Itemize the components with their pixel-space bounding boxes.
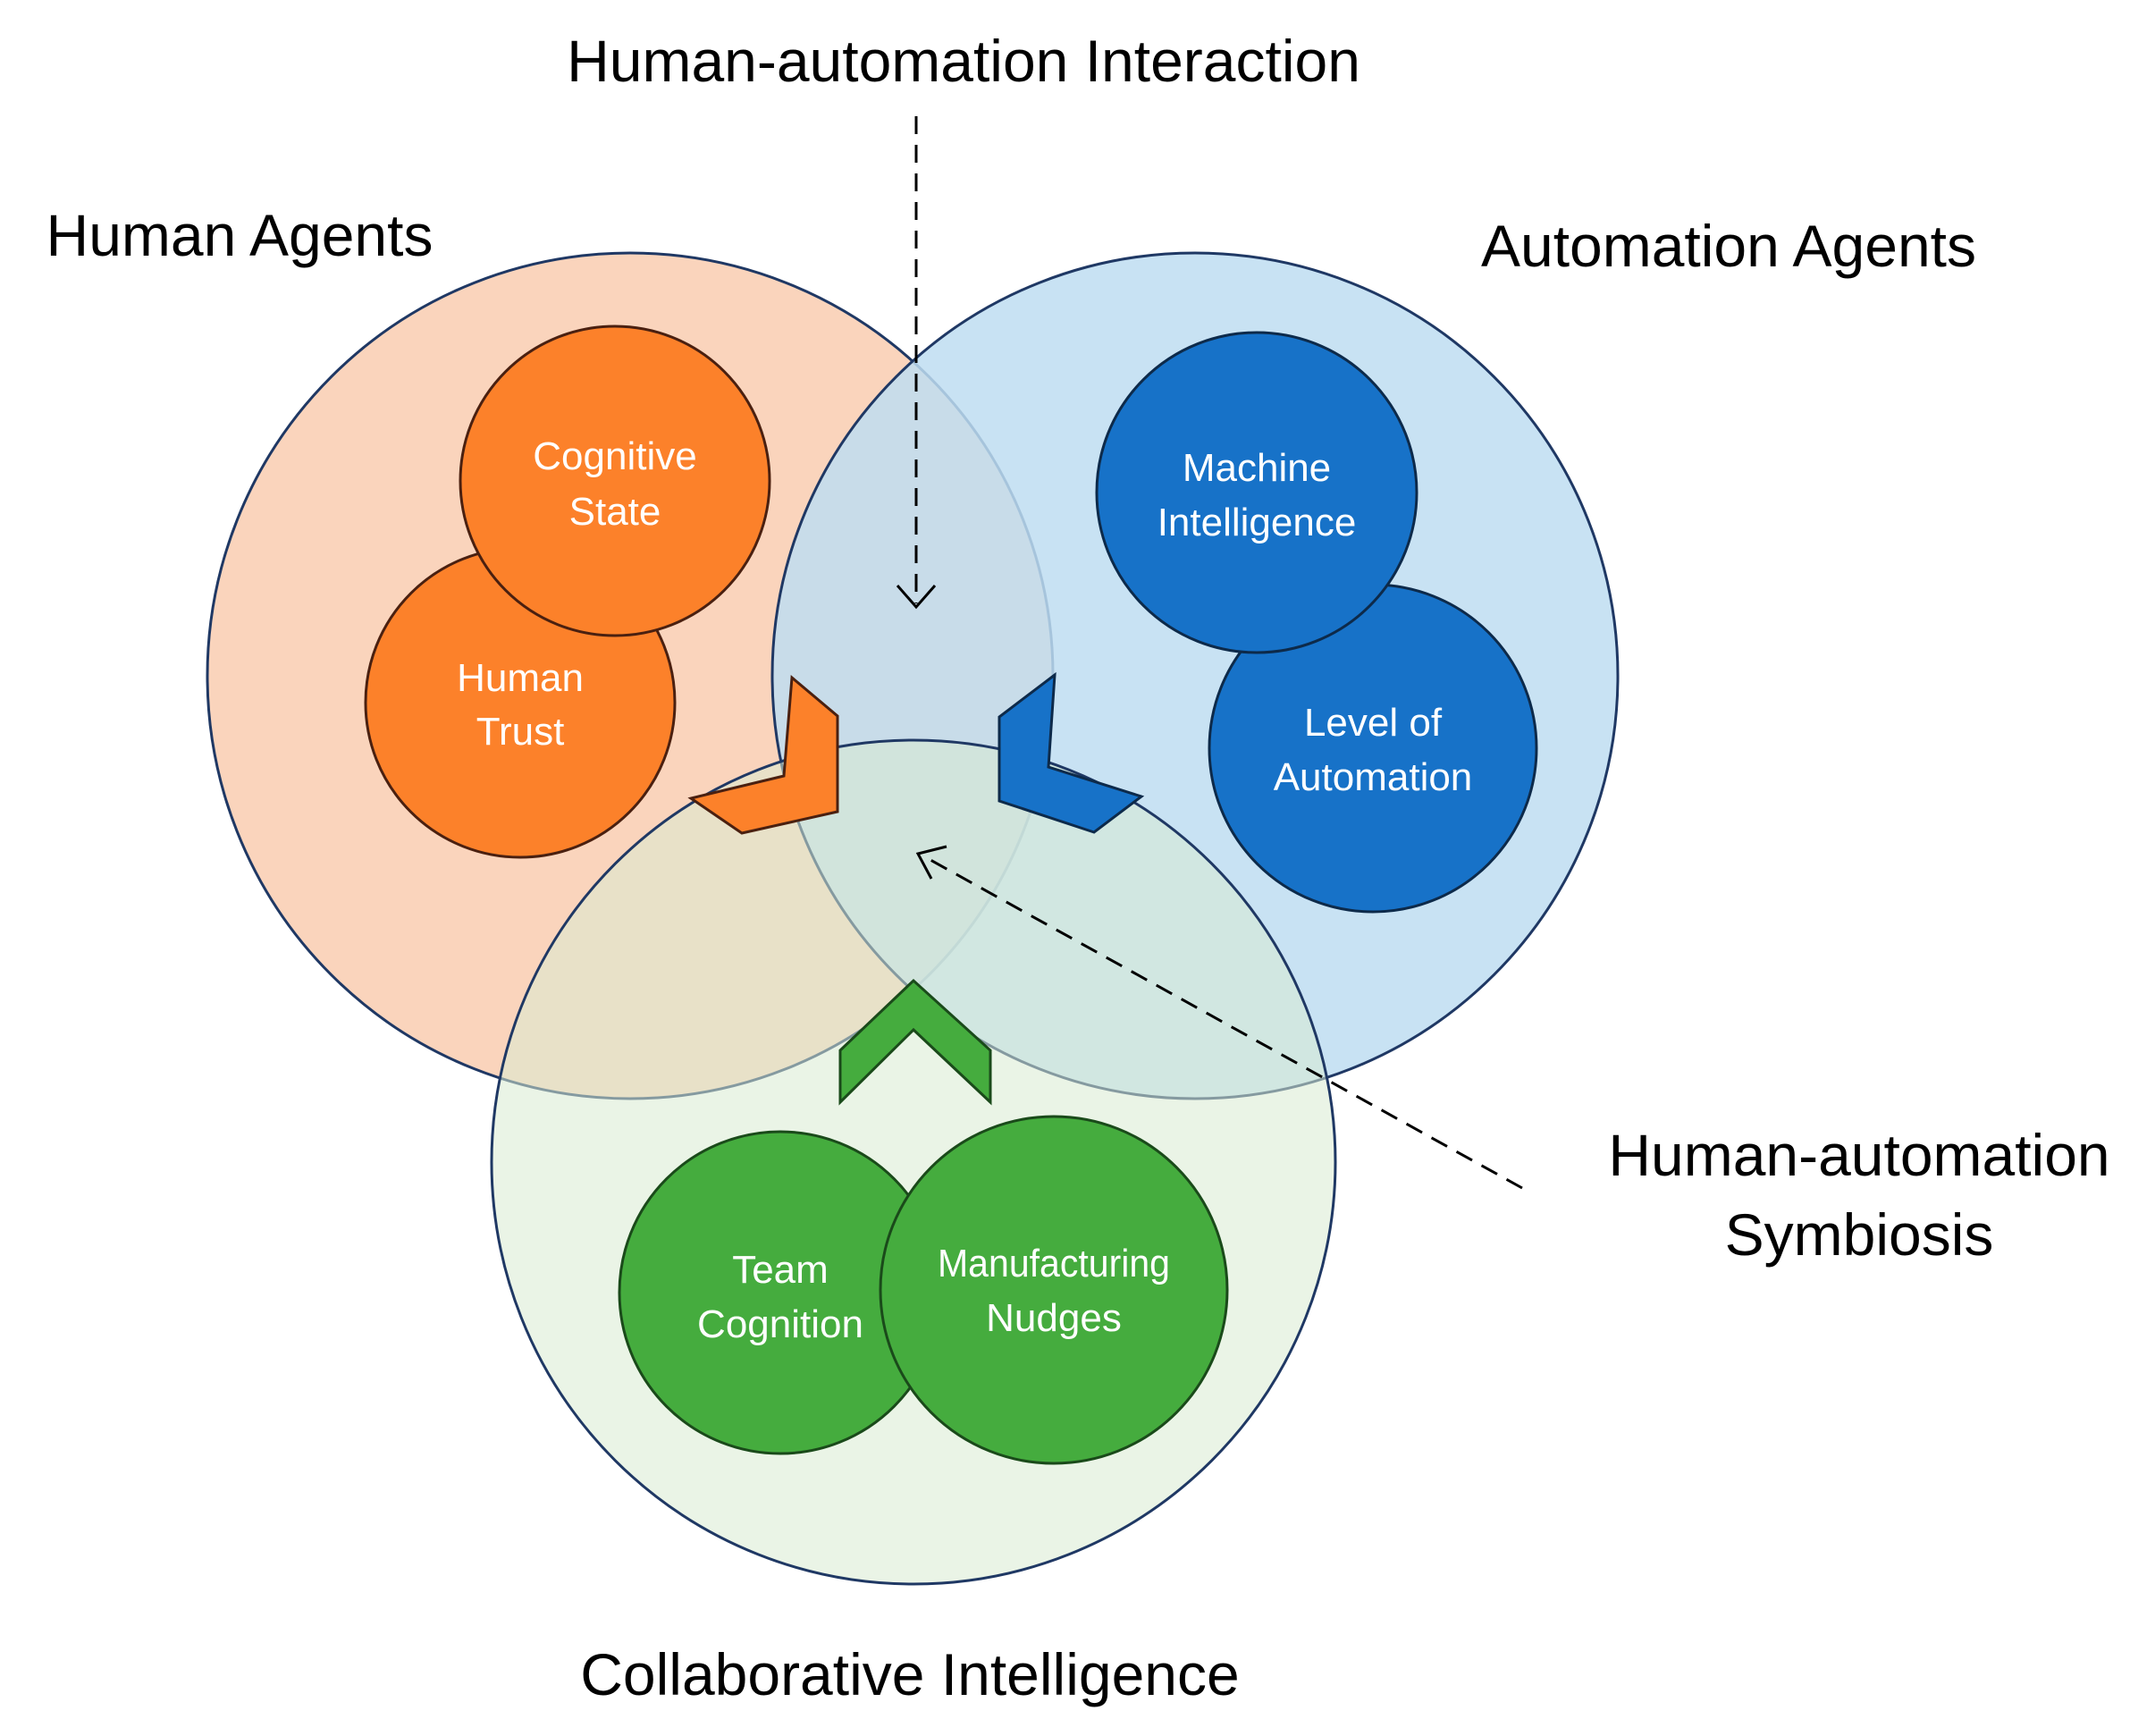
team-cognition-label-line1: Team (732, 1248, 829, 1292)
manufacturing-nudges-circle (879, 1115, 1229, 1465)
symbiosis-arrowhead-icon (915, 845, 947, 880)
interaction-arrowhead-icon (896, 585, 937, 610)
symbiosis-label-line2: Symbiosis (1725, 1201, 1994, 1268)
collaborative-intelligence-label: Collaborative Intelligence (580, 1641, 1239, 1707)
cognitive-state-circle (459, 324, 771, 637)
manufacturing-nudges-label-line2: Nudges (986, 1296, 1122, 1340)
machine-intelligence-circle (1095, 331, 1418, 654)
human-chevron-icon (687, 674, 839, 835)
cognitive-state-label-line2: State (569, 490, 661, 534)
machine-intelligence-label-line2: Intelligence (1157, 501, 1357, 544)
manufacturing-nudges-label-line1: Manufacturing (938, 1242, 1170, 1285)
human-trust-label-line1: Human (457, 656, 584, 700)
cognitive-state-label-line1: Cognitive (533, 434, 696, 478)
level-of-automation-label-line2: Automation (1274, 755, 1473, 799)
level-of-automation-label-line1: Level of (1304, 701, 1443, 745)
interaction-label: Human-automation Interaction (567, 28, 1360, 94)
automation-chevron-icon (998, 671, 1145, 834)
collaborative-intelligence-circle (490, 738, 1337, 1586)
machine-intelligence-label-line1: Machine (1183, 446, 1331, 490)
human-agents-label: Human Agents (46, 202, 434, 268)
collab-chevron-icon (838, 978, 992, 1106)
human-trust-label-line2: Trust (476, 710, 565, 754)
symbiosis-label-line1: Human-automation (1608, 1122, 2109, 1188)
team-cognition-label-line2: Cognition (697, 1302, 863, 1346)
automation-agents-label: Automation Agents (1481, 213, 1976, 279)
